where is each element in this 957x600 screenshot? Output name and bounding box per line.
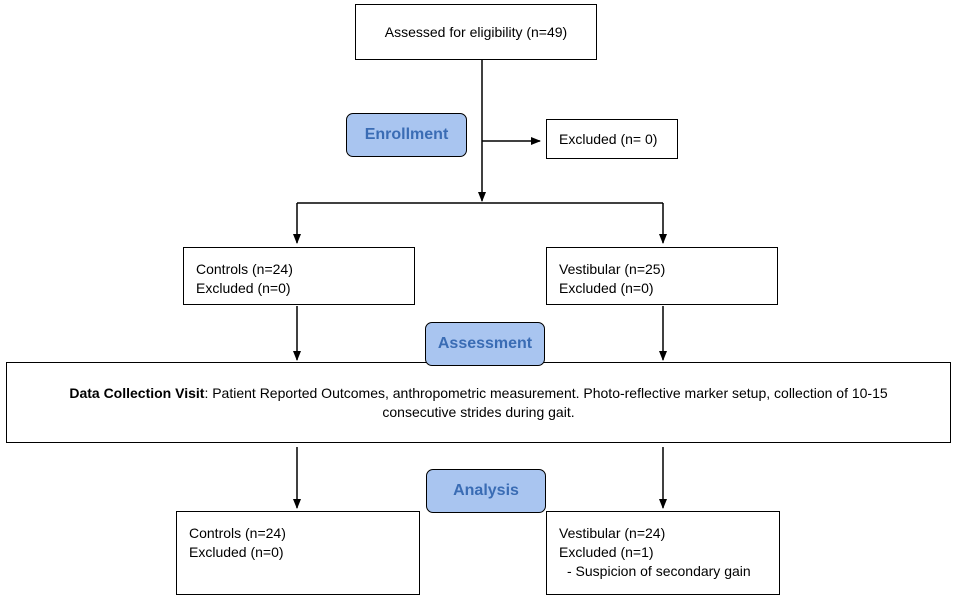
- vestibular-analysis-box: Vestibular (n=24) Excluded (n=1) - Suspi…: [546, 511, 780, 595]
- controls-analysis-box: Controls (n=24) Excluded (n=0): [176, 511, 420, 595]
- controls-enrollment-excluded: Excluded (n=0): [196, 280, 291, 296]
- eligibility-text: Assessed for eligibility (n=49): [384, 23, 568, 40]
- data-collection-box: Data Collection Visit: Patient Reported …: [6, 362, 951, 443]
- analysis-text: Analysis: [453, 482, 519, 499]
- data-collection-title: Data Collection Visit: [69, 384, 205, 401]
- data-collection-content: Data Collection Visit: Patient Reported …: [31, 384, 926, 422]
- analysis-label: Analysis: [426, 469, 546, 513]
- vestibular-analysis-reason: - Suspicion of secondary gain: [567, 563, 751, 579]
- vestibular-enrollment-excluded: Excluded (n=0): [559, 280, 654, 296]
- data-collection-text: : Patient Reported Outcomes, anthropomet…: [204, 384, 888, 420]
- controls-analysis-count: Controls (n=24): [189, 525, 286, 541]
- enrollment-text: Enrollment: [364, 126, 449, 143]
- enrollment-label: Enrollment: [346, 113, 467, 157]
- assessment-text: Assessment: [437, 335, 533, 352]
- eligibility-box: Assessed for eligibility (n=49): [355, 4, 597, 60]
- assessment-label: Assessment: [425, 322, 545, 366]
- vestibular-enrollment-box: Vestibular (n=25) Excluded (n=0): [546, 247, 778, 305]
- controls-enrollment-count: Controls (n=24): [196, 261, 293, 277]
- vestibular-enrollment-count: Vestibular (n=25): [559, 261, 666, 277]
- controls-enrollment-box: Controls (n=24) Excluded (n=0): [183, 247, 415, 305]
- excluded-top-text: Excluded (n= 0): [559, 130, 658, 147]
- controls-analysis-excluded: Excluded (n=0): [189, 544, 284, 560]
- vestibular-analysis-count: Vestibular (n=24): [559, 525, 666, 541]
- vestibular-analysis-excluded: Excluded (n=1): [559, 544, 654, 560]
- excluded-top-box: Excluded (n= 0): [546, 119, 678, 159]
